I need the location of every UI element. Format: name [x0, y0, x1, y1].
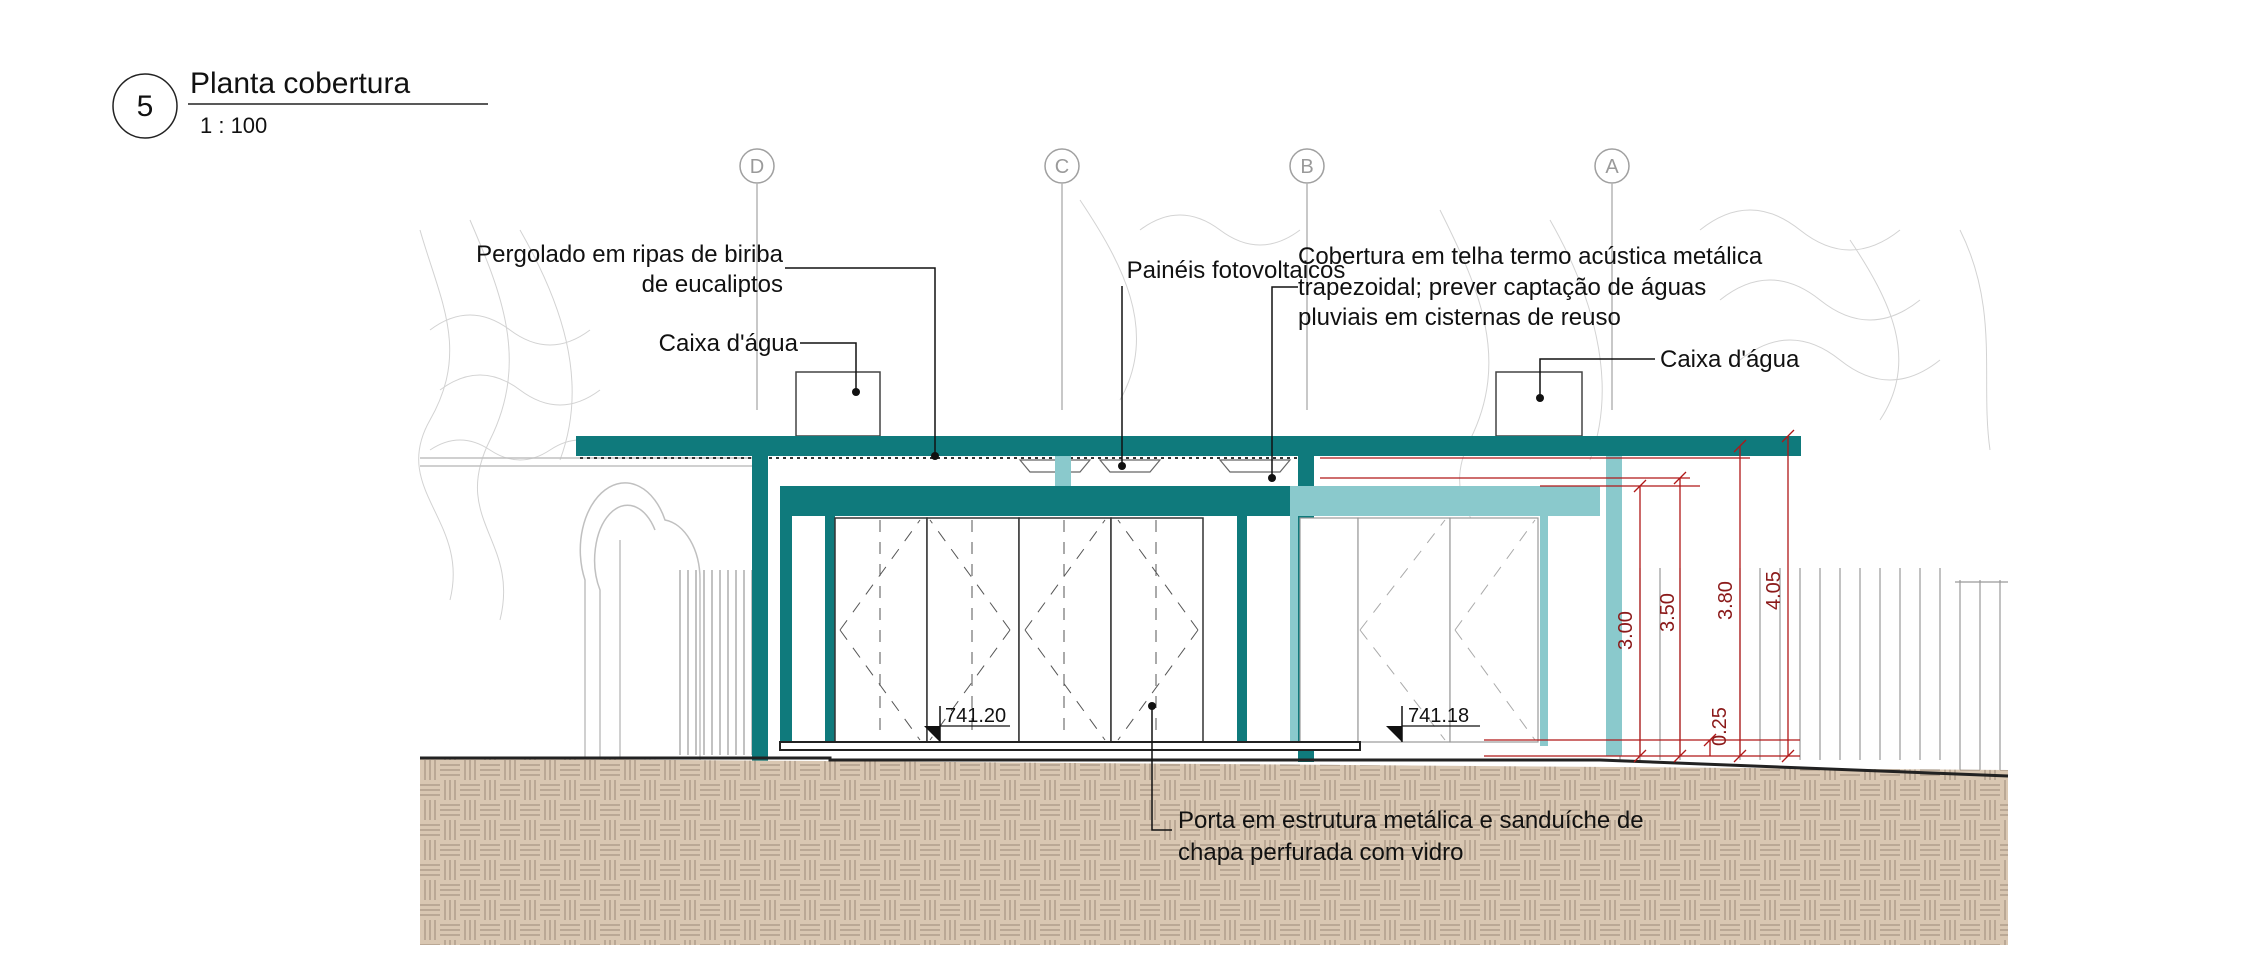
grid-axes: D C B A [739, 148, 1630, 410]
frame-post-2 [825, 516, 835, 746]
label-caixa-left: Caixa d'água [659, 330, 799, 357]
level-marker-left: 741.20 [924, 705, 1010, 742]
dimension-300: 3.00 [1615, 611, 1637, 650]
label-pergolado-2: de eucaliptos [642, 271, 783, 298]
ground-section [420, 758, 2008, 945]
dimension-025: 0.25 [1709, 707, 1731, 746]
door-swing-lines [839, 519, 1199, 741]
frame-post-5 [1540, 516, 1548, 746]
grid-label-b: B [1300, 156, 1313, 178]
water-tank-left [795, 371, 881, 437]
dimension-380: 3.80 [1715, 581, 1737, 620]
dimension-350: 3.50 [1657, 593, 1679, 632]
level-marker-right: 741.18 [1386, 705, 1480, 742]
dimension-405: 4.05 [1763, 571, 1785, 610]
label-cobertura-1: Cobertura em telha termo acústica metáli… [1298, 243, 1763, 270]
title-block: 5 Planta cobertura 1 : 100 [112, 67, 488, 139]
column-d [752, 456, 768, 762]
grid-label-d: D [750, 156, 764, 178]
view-number: 5 [137, 90, 154, 123]
label-cobertura-2: trapezoidal; prever captação de águas [1298, 274, 1706, 301]
grid-label-a: A [1605, 156, 1619, 178]
leader-lines [785, 267, 1655, 831]
label-pergolado-1: Pergolado em ripas de biriba [476, 241, 783, 268]
water-tank-right [1495, 371, 1583, 437]
lower-beam [780, 486, 1290, 516]
door-panels [834, 517, 1204, 743]
column-a [1606, 456, 1622, 756]
roof-beam [576, 436, 1801, 456]
level-right: 741.18 [1408, 705, 1469, 727]
frame-post-4 [1290, 516, 1298, 746]
background-vegetation [418, 199, 1991, 621]
grid-label-c: C [1055, 156, 1069, 178]
frame-post-1 [780, 516, 792, 746]
level-left: 741.20 [945, 705, 1006, 727]
label-porta-1: Porta em estrutura metálica e sanduíche … [1178, 807, 1644, 834]
drawing-scale: 1 : 100 [200, 113, 267, 138]
door-panels-light [1299, 517, 1539, 743]
label-paineis: Painéis fotovoltaicos [1127, 257, 1346, 284]
drawing-title: Planta cobertura [190, 67, 410, 100]
leader-dots [852, 388, 1544, 710]
door-swing-lines-light [1359, 519, 1536, 741]
floor-slab [779, 741, 1361, 751]
column-c-top [1055, 456, 1071, 486]
label-cobertura-3: pluviais em cisternas de reuso [1298, 304, 1621, 331]
left-fence [679, 570, 753, 755]
lower-beam-light [1290, 486, 1600, 516]
ground-line [420, 756, 2009, 778]
view-number-circle [112, 73, 178, 139]
garden-arch [420, 457, 760, 760]
frame-post-3 [1237, 516, 1247, 746]
label-porta-2: chapa perfurada com vidro [1178, 839, 1464, 866]
label-caixa-right: Caixa d'água [1660, 346, 1800, 373]
dimension-lines [1320, 429, 1800, 763]
